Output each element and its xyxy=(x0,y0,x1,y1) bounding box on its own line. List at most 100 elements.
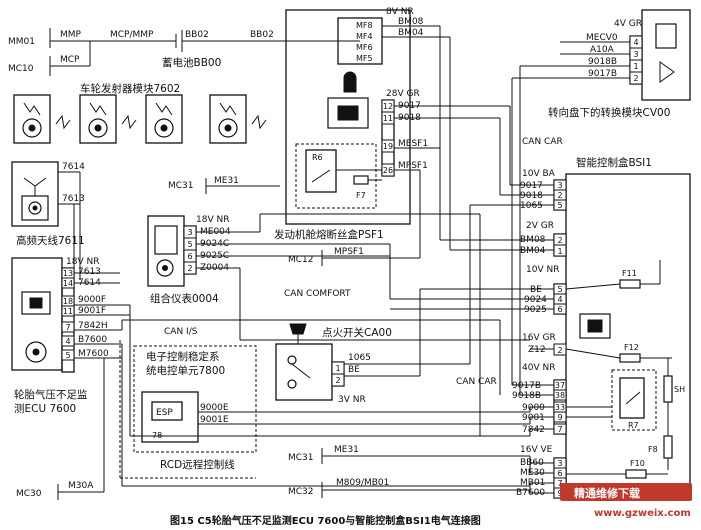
svg-text:F10: F10 xyxy=(630,459,645,468)
ignition: 点火开关CA00 1 2 1065 BE 3V NR xyxy=(275,323,470,405)
label-9018b-b: 9018B xyxy=(512,391,541,401)
tpms-ecu: 18V NR 13 14 18 11 7 4 5 7613 7614 9000F… xyxy=(11,257,130,415)
svg-text:2: 2 xyxy=(335,376,340,385)
figure-caption: 图15 C5轮胎气压不足监测ECU 7600与智能控制盒BSI1电气连接图 xyxy=(170,514,481,527)
svg-text:14: 14 xyxy=(63,279,73,288)
svg-text:MF4: MF4 xyxy=(356,32,373,41)
svg-text:2: 2 xyxy=(633,74,638,83)
bsi-10v-nr: 10V NR xyxy=(526,265,559,275)
svg-text:6: 6 xyxy=(557,469,562,478)
svg-text:F12: F12 xyxy=(624,343,639,352)
svg-text:12: 12 xyxy=(383,102,393,111)
label-mc31-b: MC31 xyxy=(288,453,314,463)
label-7613-a: 7613 xyxy=(62,194,85,204)
mc12-group: MC12 MPSF1 xyxy=(288,170,421,266)
cv00: 4V GR 4 3 1 2 MECV0 A10A 9018B 9017B 转向盘… xyxy=(512,9,691,119)
svg-text:R7: R7 xyxy=(628,421,639,430)
svg-text:5: 5 xyxy=(65,351,70,360)
label-9000: 9000 xyxy=(522,403,545,413)
svg-text:6: 6 xyxy=(557,305,562,314)
psf1-bsi-wiring xyxy=(430,26,511,436)
label-mcp: MCP xyxy=(60,55,80,65)
bsi1: 智能控制盒BSI1 10V BA 3 2 5 9017 9018 1065 2V… xyxy=(389,66,691,501)
bsi1-title: 智能控制盒BSI1 xyxy=(576,156,652,169)
label-a10a: A10A xyxy=(590,45,615,55)
tpms-title-line1: 轮胎气压不足监 xyxy=(14,388,88,401)
svg-text:13: 13 xyxy=(63,269,73,278)
svg-text:4: 4 xyxy=(65,337,70,346)
label-7842h: 7842H xyxy=(78,321,108,331)
label-m809: M809/MB01 xyxy=(336,478,389,488)
bsi-relay-dash xyxy=(611,369,657,431)
label-bb02-a: BB02 xyxy=(185,30,209,40)
label-mpsf1-a: MPSF1 xyxy=(334,247,364,257)
cv00-connector: 4V GR xyxy=(614,19,642,29)
label-9000f: 9000F xyxy=(78,295,106,305)
svg-text:11: 11 xyxy=(383,114,393,123)
svg-text:2: 2 xyxy=(557,346,562,355)
svg-text:F7: F7 xyxy=(356,191,366,200)
psf1-title: 发动机舱熔断丝盒PSF1 xyxy=(274,228,384,241)
hf-antenna-title: 高频天线7611 xyxy=(16,234,85,247)
psf1: 8V NR MF8 MF4 MF6 MF5 BM08 BM04 28V GR 1… xyxy=(274,7,440,241)
label-mesf1: MESF1 xyxy=(398,139,428,149)
tpms-connector: 18V NR xyxy=(66,257,99,267)
cv00-title: 转向盘下的转换模块CV00 xyxy=(548,106,670,119)
svg-text:7: 7 xyxy=(557,425,562,434)
svg-text:R6: R6 xyxy=(312,153,323,162)
label-be-a: BE xyxy=(348,365,360,375)
psf1-fuse-block: MF8 MF4 MF6 MF5 xyxy=(337,17,383,65)
label-9000e: 9000E xyxy=(200,403,229,413)
label-9017-b: 9017 xyxy=(520,181,543,191)
label-mc31-a: MC31 xyxy=(168,181,194,191)
label-mmp: MMP xyxy=(60,30,82,40)
label-mcp-mmp: MCP/MMP xyxy=(110,30,154,40)
svg-text:9: 9 xyxy=(557,413,562,422)
bus-can-car-2: CAN CAR xyxy=(456,377,497,387)
tpms-title-line2: 测ECU 7600 xyxy=(14,402,76,415)
svg-text:18: 18 xyxy=(63,297,73,306)
key-icon xyxy=(343,71,357,93)
svg-text:SH: SH xyxy=(674,385,685,394)
cluster: 18V NR 3 5 6 2 ME004 9024C 9025C Z0004 组… xyxy=(147,176,390,305)
ignition-title: 点火开关CA00 xyxy=(322,326,392,339)
wheel-emitters-title: 车轮发射器模块7602 xyxy=(80,82,180,95)
emitter-1 xyxy=(13,94,51,144)
svg-text:4: 4 xyxy=(557,295,562,304)
watermark: 精通维修下载 www.gzweix.com xyxy=(560,483,692,519)
svg-text:7: 7 xyxy=(65,323,70,332)
svg-text:3: 3 xyxy=(557,459,562,468)
emitter-4 xyxy=(209,94,247,144)
bottom-grounds: MC31 ME31 MC32 M809/MB01 MC30 M30A xyxy=(16,358,530,500)
watermark-title: 精通维修下载 xyxy=(574,486,640,500)
battery-title: 蓄电池BB00 xyxy=(162,56,221,69)
cluster-connector: 18V NR xyxy=(196,215,229,225)
label-bm04-b: BM04 xyxy=(520,246,546,256)
svg-text:33: 33 xyxy=(555,403,565,412)
svg-text:5: 5 xyxy=(187,240,192,249)
label-be-b: BE xyxy=(530,285,542,295)
label-mc32: MC32 xyxy=(288,487,314,497)
label-1065-a: 1065 xyxy=(348,353,371,363)
label-7614-a: 7614 xyxy=(62,162,85,172)
svg-text:2: 2 xyxy=(187,264,192,273)
label-mm01: MM01 xyxy=(8,37,35,47)
svg-text:6: 6 xyxy=(187,252,192,261)
hf-antenna: 7614 7613 高频天线7611 xyxy=(11,161,85,280)
cluster-title: 组合仪表0004 xyxy=(150,292,219,305)
label-7842: 7842 xyxy=(522,425,545,435)
label-9018-b: 9018 xyxy=(520,191,543,201)
watermark-url: www.gzweix.com xyxy=(594,508,691,519)
svg-text:2: 2 xyxy=(557,236,562,245)
cv00-arrow-icon xyxy=(659,61,675,83)
label-m30a: M30A xyxy=(68,481,94,491)
esp-title-line1: 电子控制稳定系 xyxy=(146,350,220,363)
svg-text:11: 11 xyxy=(63,307,73,316)
tpms-pins: 13 14 18 11 7 4 5 xyxy=(61,267,75,361)
psf1-top-connector: 8V NR xyxy=(386,7,414,17)
svg-text:F8: F8 xyxy=(648,445,658,454)
label-bm04-a: BM04 xyxy=(398,28,424,38)
svg-text:37: 37 xyxy=(555,381,565,390)
label-9001e: 9001E xyxy=(200,415,229,425)
